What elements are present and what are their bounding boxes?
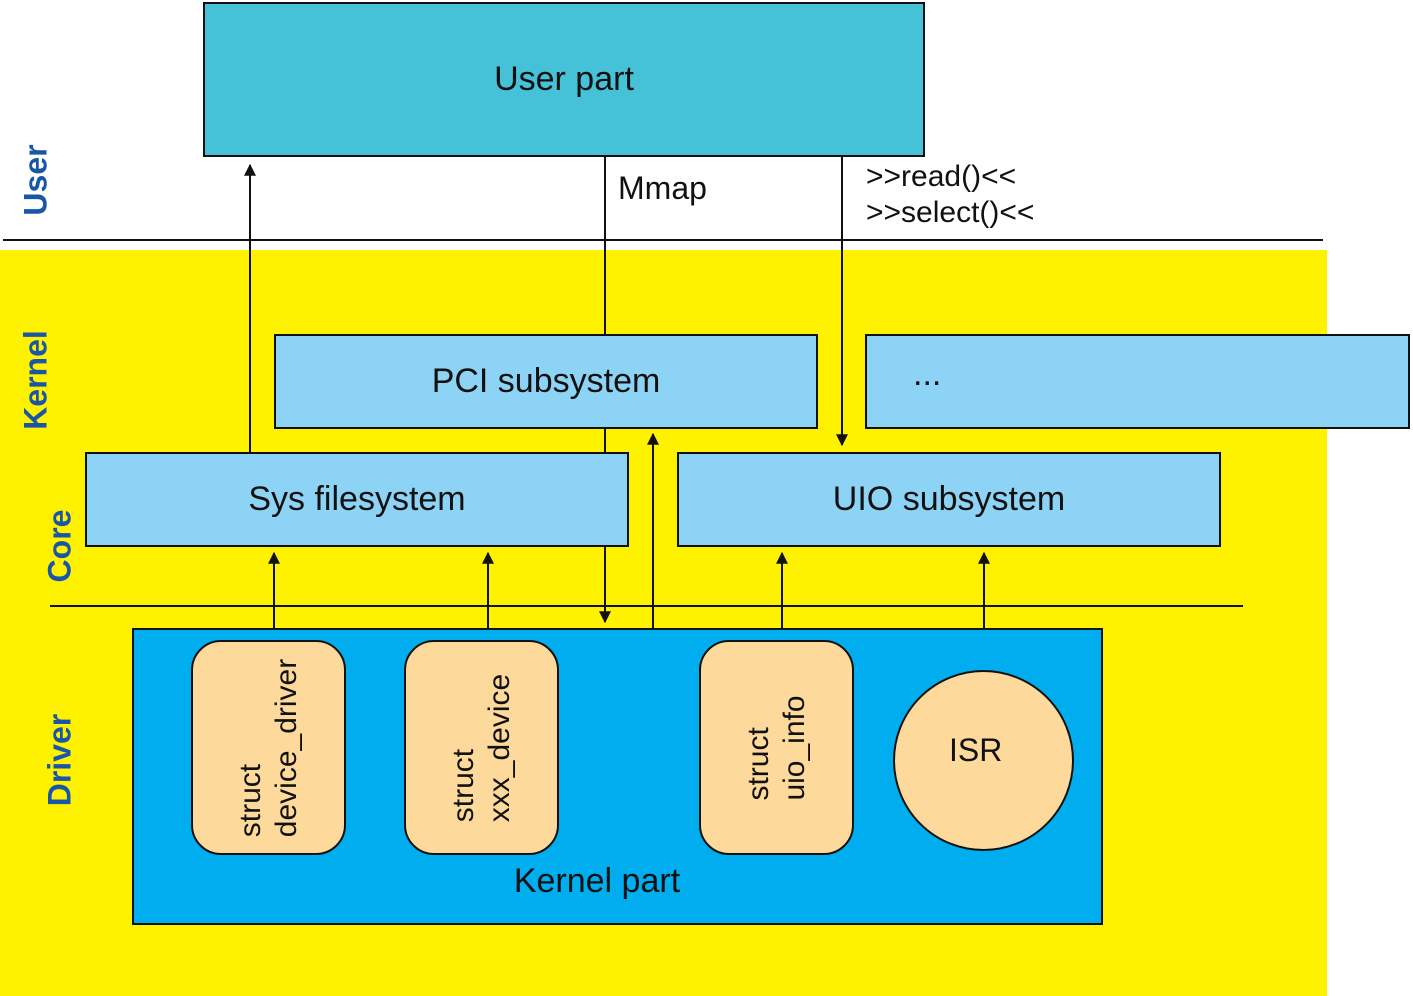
kernel-part-label: Kernel part bbox=[513, 862, 681, 900]
sys-filesystem-label: Sys filesystem bbox=[248, 480, 466, 518]
struct-device-driver-box: struct device_driver bbox=[191, 640, 346, 855]
other-subsystem-label: ... bbox=[913, 355, 942, 393]
sys-filesystem-box: Sys filesystem bbox=[85, 452, 629, 547]
struct-keyword: struct bbox=[446, 748, 480, 822]
uio-subsystem-box: UIO subsystem bbox=[677, 452, 1221, 547]
struct-uio-info-text: struct uio_info bbox=[741, 695, 813, 800]
layer-label-core: Core bbox=[41, 509, 78, 583]
user-part-label: User part bbox=[494, 60, 634, 98]
read-label: >>read()<< bbox=[866, 160, 1017, 193]
user-part-box: User part bbox=[203, 2, 925, 157]
pci-subsystem-label: PCI subsystem bbox=[431, 362, 661, 400]
isr-label: ISR bbox=[949, 732, 1003, 768]
struct-uio-info-box: struct uio_info bbox=[699, 640, 854, 855]
struct-keyword: struct bbox=[233, 763, 267, 837]
struct-device-driver-text: struct device_driver bbox=[233, 658, 305, 836]
other-subsystem-box: ... bbox=[865, 334, 1410, 429]
struct-keyword: struct bbox=[741, 726, 775, 801]
struct-name: device_driver bbox=[269, 658, 303, 837]
struct-xxx-device-text: struct xxx_device bbox=[446, 673, 518, 821]
layer-label-user: User bbox=[17, 144, 54, 216]
select-label: >>select()<< bbox=[866, 196, 1035, 229]
struct-xxx-device-box: struct xxx_device bbox=[404, 640, 559, 855]
isr-circle: ISR bbox=[893, 670, 1074, 851]
pci-subsystem-box: PCI subsystem bbox=[274, 334, 818, 429]
layer-label-driver: Driver bbox=[41, 713, 78, 807]
struct-name: xxx_device bbox=[482, 673, 516, 822]
layer-label-kernel: Kernel bbox=[17, 330, 54, 430]
mmap-label: Mmap bbox=[618, 170, 707, 206]
struct-name: uio_info bbox=[777, 694, 811, 801]
uio-subsystem-label: UIO subsystem bbox=[832, 480, 1066, 518]
